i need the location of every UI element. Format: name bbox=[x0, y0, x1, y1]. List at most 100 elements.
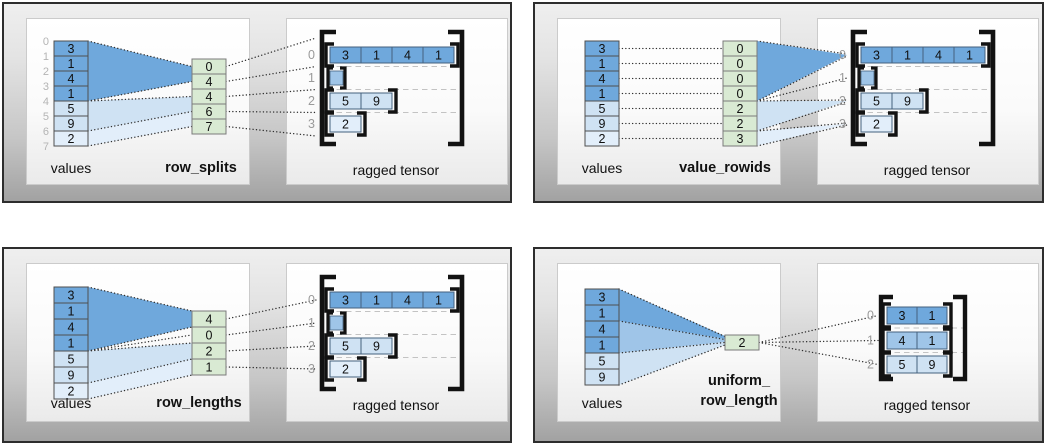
method-cell bbox=[724, 334, 760, 351]
empty-row-box bbox=[860, 70, 875, 86]
method-label: row_length bbox=[700, 393, 778, 409]
tensor-open-bracket bbox=[319, 274, 336, 392]
mapping-fan bbox=[88, 343, 192, 383]
ragged-cell-text: 1 bbox=[904, 48, 911, 62]
ragged-cell-text: 1 bbox=[435, 48, 442, 62]
values-cell-text: 3 bbox=[599, 290, 606, 304]
method-cell-text: 0 bbox=[737, 72, 744, 86]
values-cell bbox=[53, 130, 89, 147]
mapping-fan bbox=[88, 96, 192, 131]
tensor-open-bracket bbox=[878, 294, 893, 382]
values-cell-text: 1 bbox=[599, 57, 606, 71]
row-open-bracket bbox=[324, 287, 334, 313]
ragged-cell-text: 1 bbox=[929, 309, 936, 323]
row-open-bracket bbox=[326, 66, 333, 90]
row-index-label: 0 bbox=[308, 48, 315, 62]
values-cell-text: 5 bbox=[599, 102, 606, 116]
connector-dotted-line bbox=[87, 95, 193, 102]
values-cell bbox=[584, 130, 620, 147]
values-cell-text: 3 bbox=[68, 288, 75, 302]
row-index-label: 0 bbox=[867, 309, 874, 323]
connector-dotted-line bbox=[225, 299, 317, 320]
ragged-cell-text: 4 bbox=[404, 48, 411, 62]
row-index-label: 0 bbox=[839, 48, 846, 62]
method-cell-text: 2 bbox=[739, 336, 746, 350]
connector-dotted-line bbox=[87, 80, 193, 102]
values-cell-text: 4 bbox=[599, 72, 606, 86]
ragged-cell-text: 9 bbox=[904, 94, 911, 108]
ragged-cell bbox=[422, 46, 455, 64]
row-index-label: 1 bbox=[308, 316, 315, 330]
connector-dotted-line bbox=[225, 366, 317, 370]
method-cell-text: 0 bbox=[206, 60, 213, 74]
ragged-cell bbox=[360, 92, 393, 110]
ragged-cell bbox=[860, 115, 893, 133]
row-close-bracket bbox=[871, 66, 878, 90]
ragged-cell bbox=[329, 360, 362, 378]
ragged-cell-text: 5 bbox=[899, 358, 906, 372]
connector-dotted-line bbox=[756, 122, 848, 132]
row-index-label: 3 bbox=[308, 362, 315, 376]
values-cell bbox=[53, 382, 89, 400]
row-index-label: 2 bbox=[308, 339, 315, 353]
connector-dotted-line bbox=[225, 322, 317, 336]
tensor-close-bracket bbox=[953, 294, 968, 382]
ragged-cell-text: 3 bbox=[873, 48, 880, 62]
mapping-fan bbox=[619, 342, 725, 385]
ragged-cell-text: 4 bbox=[935, 48, 942, 62]
values-cell-text: 2 bbox=[599, 132, 606, 146]
connector-dotted-line bbox=[618, 288, 726, 338]
row-open-bracket bbox=[324, 42, 334, 68]
values-label: values bbox=[581, 395, 623, 411]
mapping-fan bbox=[88, 287, 192, 351]
ragged-cell-text: 9 bbox=[373, 94, 380, 108]
connector-dotted-line bbox=[225, 345, 317, 352]
method-cell-text: 0 bbox=[737, 57, 744, 71]
empty-row-box bbox=[329, 315, 344, 331]
connector-dotted-line bbox=[758, 314, 879, 344]
row-close-bracket bbox=[340, 311, 347, 335]
row-index-label: 0 bbox=[308, 293, 315, 307]
row-index-label: 1 bbox=[867, 334, 874, 348]
method-cell-text: 2 bbox=[737, 117, 744, 131]
connector-dotted-line bbox=[87, 342, 193, 352]
connector-dotted-line bbox=[225, 65, 317, 83]
method-cell-text: 0 bbox=[206, 328, 213, 342]
ragged-cell-text: 9 bbox=[373, 339, 380, 353]
connector-dotted-line bbox=[87, 326, 193, 352]
values-cell-text: 4 bbox=[68, 320, 75, 334]
values-cell-text: 5 bbox=[599, 354, 606, 368]
values-cell-text: 4 bbox=[599, 322, 606, 336]
value-index-label: 4 bbox=[43, 96, 49, 108]
method-label: uniform_ bbox=[707, 373, 771, 389]
method-cell bbox=[191, 118, 227, 135]
ragged-cell-text: 3 bbox=[342, 48, 349, 62]
method-cell-text: 3 bbox=[737, 132, 744, 146]
row-close-bracket bbox=[450, 42, 460, 68]
ragged-cell-text: 3 bbox=[342, 293, 349, 307]
tensor-open-bracket bbox=[319, 29, 336, 147]
connector-dotted-line bbox=[756, 99, 848, 102]
connector-dotted-line bbox=[225, 125, 317, 137]
values-cell-text: 3 bbox=[68, 42, 75, 56]
ragged-cell bbox=[916, 306, 948, 325]
method-cell-text: 4 bbox=[206, 75, 213, 89]
ragged-cell-text: 1 bbox=[435, 293, 442, 307]
method-label: row_splits bbox=[165, 160, 237, 176]
values-cell-text: 1 bbox=[68, 57, 75, 71]
row-close-bracket bbox=[981, 42, 991, 68]
ragged-cell bbox=[916, 331, 948, 350]
ragged-cell-text: 5 bbox=[342, 94, 349, 108]
ragged-cell-text: 4 bbox=[404, 293, 411, 307]
values-label: values bbox=[50, 395, 92, 411]
row-close-bracket bbox=[450, 287, 460, 313]
values-cell-text: 5 bbox=[68, 102, 75, 116]
method-cell-text: 2 bbox=[206, 344, 213, 358]
row-index-label: 1 bbox=[839, 71, 846, 85]
row-close-bracket bbox=[388, 88, 398, 114]
mapping-fan bbox=[88, 359, 192, 399]
values-label: values bbox=[581, 160, 623, 176]
